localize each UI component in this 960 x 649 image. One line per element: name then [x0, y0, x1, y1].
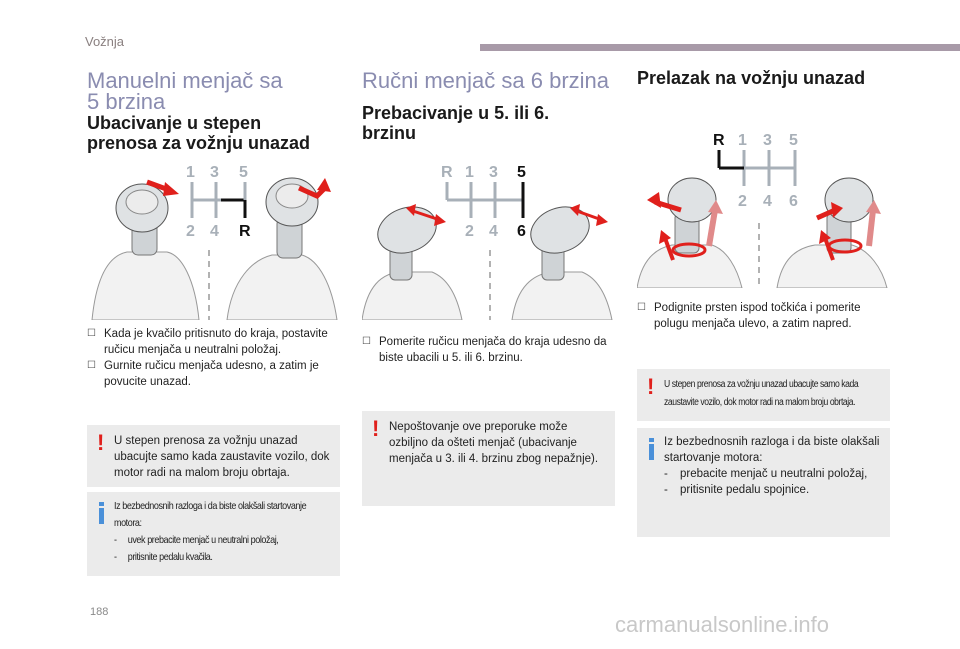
gate-label: 1 — [738, 132, 747, 149]
col3-gearshift-illustration: R 1 3 5 2 4 6 — [637, 132, 888, 288]
gear-knob-left — [362, 206, 463, 320]
gate-label: R — [239, 223, 251, 240]
warning-text: U stepen prenosa za vožnju unazad ubacuj… — [114, 435, 330, 479]
warning-icon: ! — [97, 430, 105, 455]
arrow-left-icon — [647, 192, 682, 213]
col1-info-box: Iz bezbednosnih razloga i da biste olakš… — [87, 492, 340, 576]
gate-label: 3 — [210, 164, 219, 181]
bullet-item: Gurnite ručicu menjača udesno, a zatim j… — [87, 358, 340, 390]
col3-warning-box: ! U stepen prenosa za vožnju unazad ubac… — [637, 369, 890, 421]
watermark: carmanualsonline.info — [615, 612, 830, 637]
gear-knob-right — [226, 177, 338, 320]
arrow-back-icon — [297, 178, 331, 199]
col1-subtitle-line1: Ubacivanje u stepen — [87, 113, 262, 133]
col1-title-line1: Manuelni menjač sa — [87, 68, 283, 93]
gate-label: 2 — [738, 193, 747, 210]
gate-label: 5 — [239, 164, 248, 181]
col2-gearshift-illustration: R 1 3 5 2 4 6 — [362, 164, 613, 320]
col2-subtitle: Prebacivanje u 5. ili 6. brzinu — [362, 103, 549, 143]
col2-warning-box: ! Nepoštovanje ove preporuke može ozbilj… — [362, 411, 615, 506]
double-arrow-icon — [570, 204, 608, 226]
info-intro: Iz bezbednosnih razloga i da biste olakš… — [664, 436, 880, 464]
gate-label: 5 — [517, 164, 526, 181]
info-list-item: pritisnite pedalu spojnice. — [664, 482, 882, 498]
arrow-forward-icon — [815, 200, 881, 261]
arrow-right-icon — [146, 179, 179, 196]
gate-label: 2 — [465, 223, 474, 240]
gate-label: 5 — [789, 132, 798, 149]
header-bar — [480, 44, 960, 51]
col1-title-line2: 5 brzina — [87, 89, 166, 114]
bullet-item: Kada je kvačilo pritisnuto do kraja, pos… — [87, 326, 340, 358]
col1-subtitle-line2: prenosa za vožnju unazad — [87, 133, 311, 153]
gate-label: 1 — [465, 164, 474, 181]
lift-up-arrow-icon — [659, 200, 723, 261]
gate-label: 3 — [489, 164, 498, 181]
info-list-item: pritisnite pedalu kvačila. — [114, 549, 331, 566]
col1-gearshift-illustration: 1 3 5 2 4 R — [91, 164, 338, 320]
col1-title: Manuelni menjač sa 5 brzina — [87, 68, 283, 114]
col3-bullets: Podignite prsten ispod točkića i pomerit… — [637, 300, 890, 332]
gate-label: 6 — [517, 223, 526, 240]
col2-title: Ručni menjač sa 6 brzina — [362, 68, 610, 93]
col2-subtitle-line1: Prebacivanje u 5. ili 6. — [362, 103, 550, 123]
gear-knob-left — [91, 183, 200, 320]
info-intro: Iz bezbednosnih razloga i da biste olakš… — [114, 500, 307, 529]
page-number: 188 — [90, 606, 109, 618]
info-icon — [99, 502, 104, 524]
gear-knob-right — [776, 177, 888, 288]
col1-subtitle: Ubacivanje u stepen prenosa za vožnju un… — [87, 113, 310, 153]
section-label: Vožnja — [85, 34, 125, 49]
col3-info-box: Iz bezbednosnih razloga i da biste olakš… — [637, 428, 890, 537]
info-list-item: prebacite menjač u neutralni položaj, — [664, 466, 882, 482]
gate-label: 6 — [789, 193, 798, 210]
bullet-item: Pomerite ručicu menjača do kraja udesno … — [362, 334, 612, 366]
gate-label: 2 — [186, 223, 195, 240]
info-icon — [649, 438, 654, 460]
col2-subtitle-line2: brzinu — [362, 123, 416, 143]
bullet-item: Podignite prsten ispod točkića i pomerit… — [637, 300, 890, 332]
gate-label: R — [441, 164, 453, 181]
info-list-item: uvek prebacite menjač u neutralni položa… — [114, 532, 331, 549]
gate-label: 4 — [763, 193, 772, 210]
warning-text: U stepen prenosa za vožnju unazad ubacuj… — [664, 379, 859, 408]
warning-text: Nepoštovanje ove preporuke može ozbiljno… — [389, 421, 599, 465]
col2-bullets: Pomerite ručicu menjača do kraja udesno … — [362, 334, 612, 366]
warning-icon: ! — [372, 416, 380, 441]
gate-label: 4 — [210, 223, 219, 240]
col1-warning-box: ! U stepen prenosa za vožnju unazad ubac… — [87, 425, 340, 487]
gate-label: R — [713, 132, 725, 149]
gate-label: 4 — [489, 223, 498, 240]
gate-label: 3 — [763, 132, 772, 149]
gate-label: 1 — [186, 164, 195, 181]
double-arrow-icon — [406, 204, 446, 226]
gear-knob-right — [511, 206, 613, 320]
warning-icon: ! — [647, 374, 655, 399]
col3-subtitle: Prelazak na vožnju unazad — [637, 68, 866, 88]
gear-knob-left — [637, 177, 743, 288]
col1-bullets: Kada je kvačilo pritisnuto do kraja, pos… — [87, 326, 340, 390]
